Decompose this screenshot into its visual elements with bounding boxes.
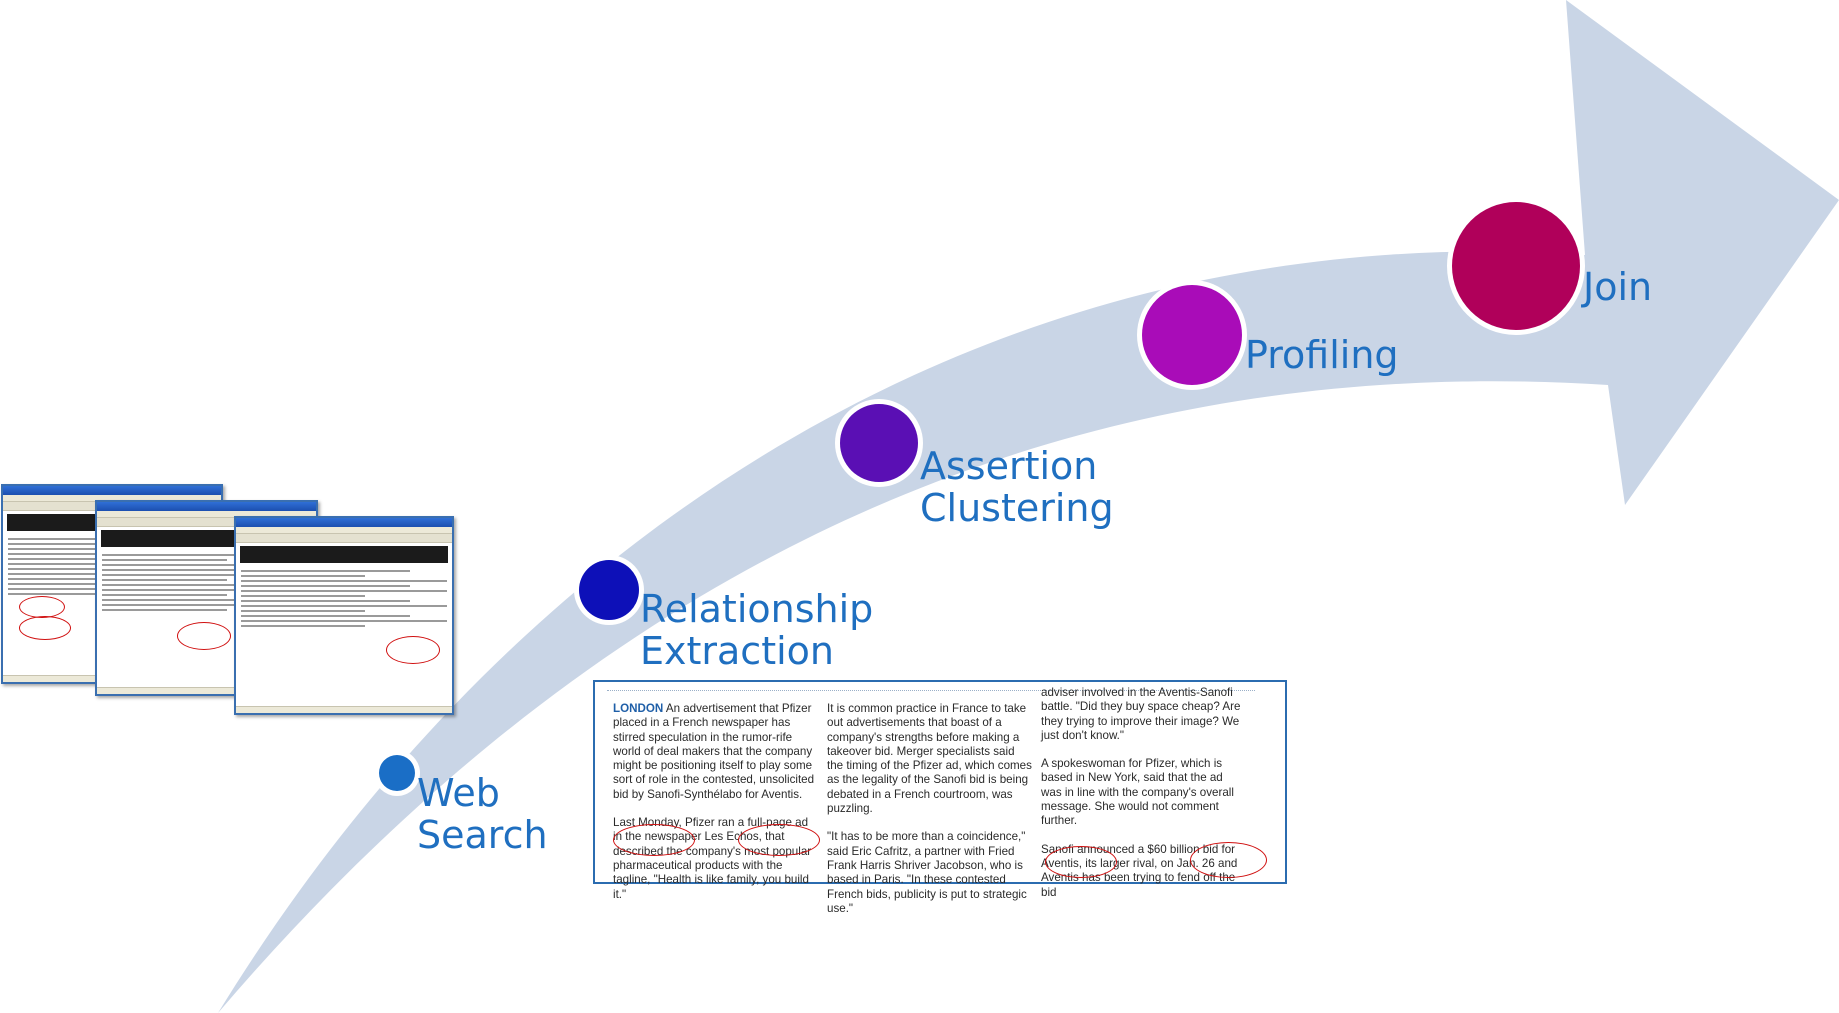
paragraph-text: It is common practice in France to take … bbox=[827, 702, 1032, 816]
article-paragraph: A spokeswoman for Pfizer, which is based… bbox=[1041, 757, 1246, 828]
article-column-3: adviser involved in the Aventis-Sanofi b… bbox=[1041, 686, 1246, 914]
assertion-clustering-label: Assertion bbox=[920, 444, 1097, 488]
relationship-extraction-marker bbox=[579, 560, 639, 620]
annotation-circle bbox=[1045, 846, 1117, 878]
assertion-clustering-label: Clustering bbox=[920, 486, 1114, 530]
paragraph-text: An advertisement that Pfizer placed in a… bbox=[613, 702, 815, 801]
relationship-extraction-label: Relationship bbox=[640, 587, 873, 631]
pipeline-arrow bbox=[218, 0, 1839, 1013]
join-marker bbox=[1452, 202, 1580, 330]
article-paragraph: "It has to be more than a coincidence," … bbox=[827, 830, 1032, 916]
annotation-circle bbox=[613, 824, 695, 856]
web-search-label: Web bbox=[417, 771, 500, 815]
relationship-extraction-label: Extraction bbox=[640, 629, 834, 673]
annotation-circle bbox=[738, 824, 820, 856]
article-column-2: It is common practice in France to take … bbox=[827, 702, 1032, 930]
annotation-circle bbox=[1190, 842, 1267, 878]
join-label: Join bbox=[1581, 265, 1652, 309]
paragraph-text: adviser involved in the Aventis-Sanofi b… bbox=[1041, 686, 1241, 742]
article-paragraph: adviser involved in the Aventis-Sanofi b… bbox=[1041, 686, 1246, 743]
profiling-marker bbox=[1142, 285, 1242, 385]
browser-screenshot-3 bbox=[234, 516, 454, 715]
article-paragraph: LONDON An advertisement that Pfizer plac… bbox=[613, 702, 818, 802]
web-search-label: Search bbox=[417, 813, 548, 857]
paragraph-text: A spokeswoman for Pfizer, which is based… bbox=[1041, 757, 1234, 828]
web-search-marker bbox=[379, 755, 415, 791]
article-paragraph: It is common practice in France to take … bbox=[827, 702, 1032, 816]
assertion-clustering-marker bbox=[840, 404, 918, 482]
article-excerpt: LONDON An advertisement that Pfizer plac… bbox=[593, 680, 1287, 915]
article-column-1: LONDON An advertisement that Pfizer plac… bbox=[613, 702, 818, 916]
dateline: LONDON bbox=[613, 702, 664, 715]
paragraph-text: "It has to be more than a coincidence," … bbox=[827, 830, 1027, 915]
profiling-label: Profiling bbox=[1245, 333, 1399, 377]
